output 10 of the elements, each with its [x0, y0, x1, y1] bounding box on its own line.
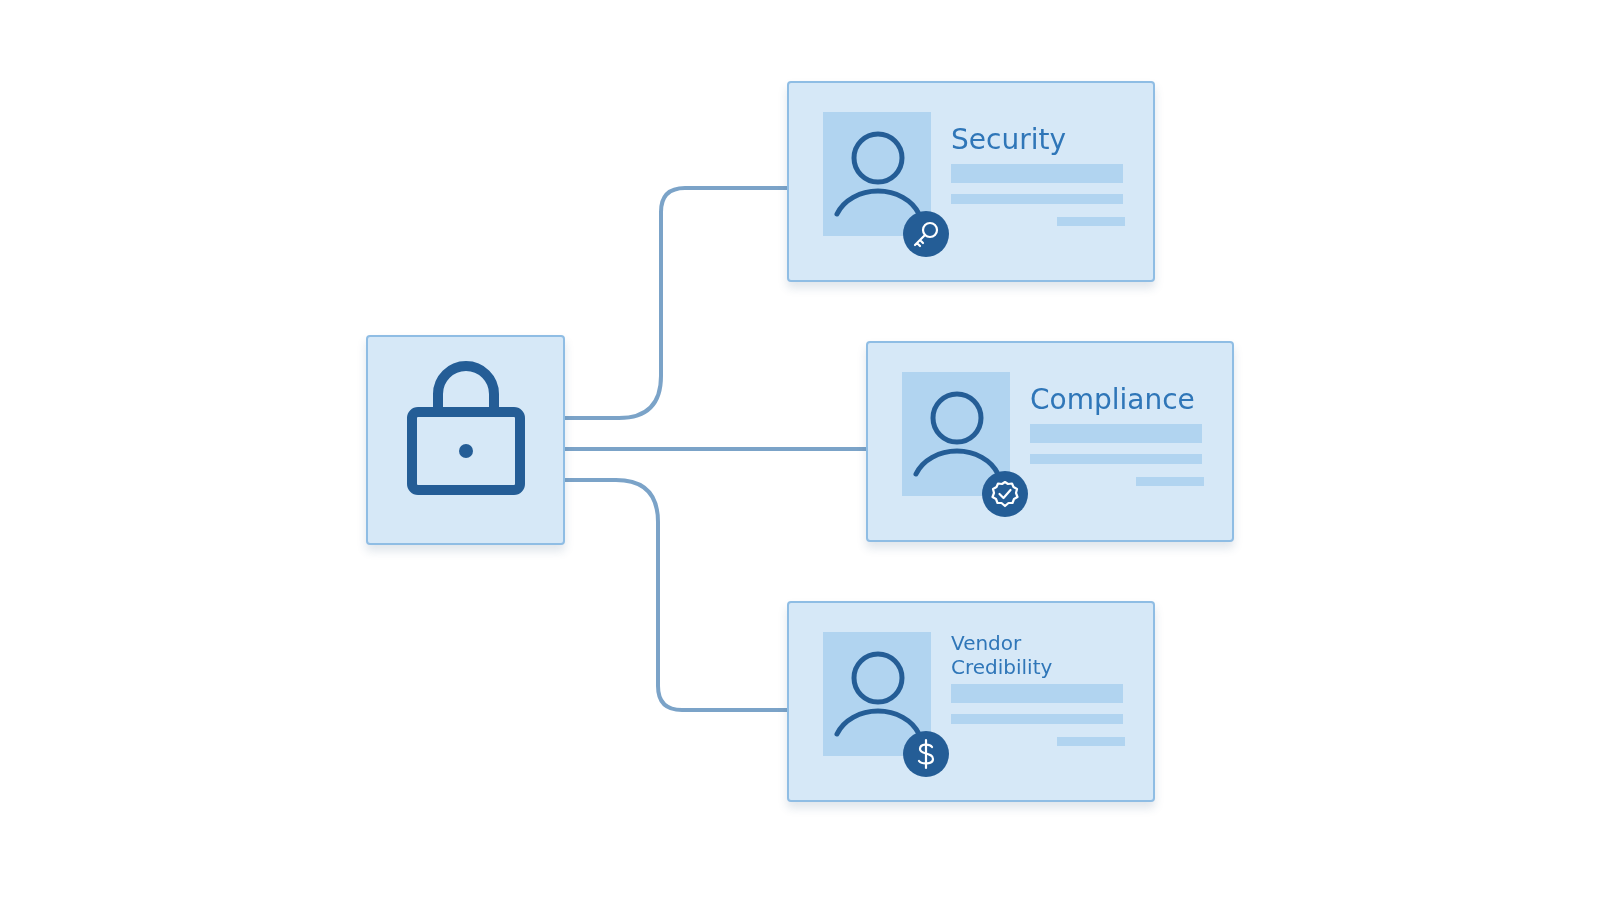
connector-line [563, 447, 868, 451]
lock-box [366, 335, 565, 545]
connector-line [563, 478, 789, 712]
profile-card [866, 341, 1234, 542]
card-title: Compliance [1030, 383, 1196, 417]
card-title: Vendor Credibility [951, 631, 1054, 679]
profile-card [787, 601, 1155, 802]
profile-card [787, 81, 1155, 282]
card-title: Security [951, 123, 1067, 157]
connector-line [563, 186, 789, 420]
